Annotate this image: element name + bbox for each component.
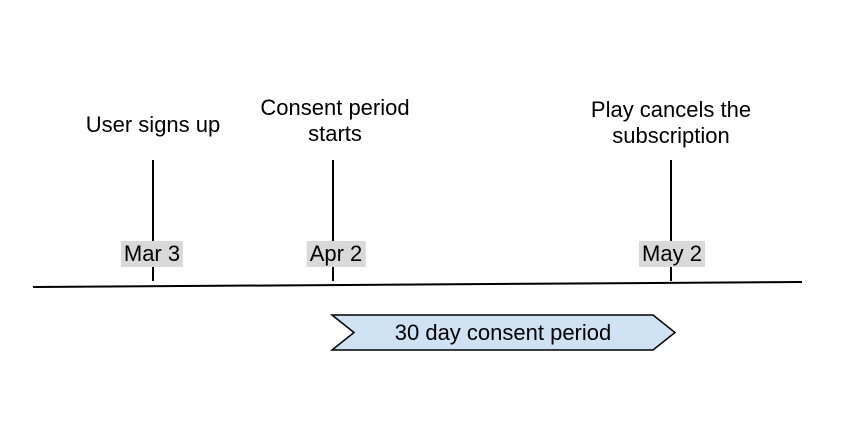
event-label-user-signs-up: User signs up (85, 112, 221, 137)
date-badge-mar-3: Mar 3 (120, 241, 184, 267)
date-badge-apr-2: Apr 2 (306, 241, 366, 267)
timeline-axis-line (32, 281, 803, 288)
event-tick-mar-3 (152, 160, 154, 281)
consent-period-banner-label: 30 day consent period (394, 320, 612, 345)
date-badge-may-2: May 2 (639, 241, 705, 267)
event-label-play-cancels-subscription: Play cancels the subscription (590, 97, 752, 148)
event-tick-apr-2 (332, 160, 334, 281)
event-label-consent-period-starts: Consent period starts (260, 95, 410, 146)
consent-period-banner-shape (329, 314, 677, 351)
event-tick-may-2 (670, 160, 672, 281)
